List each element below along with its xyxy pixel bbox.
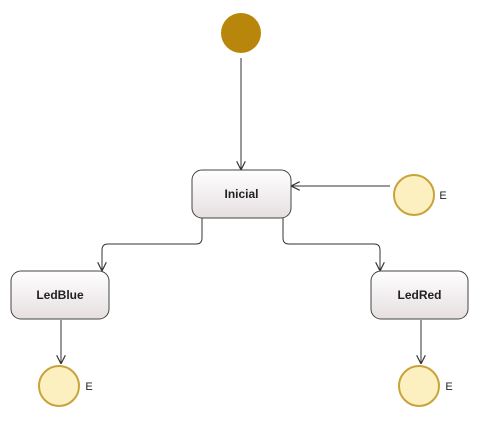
entry-point-circle[interactable]	[38, 365, 80, 407]
state-ledblue[interactable]: LedBlue	[10, 270, 110, 320]
state-ledblue-label: LedBlue	[36, 288, 84, 302]
state-inicial-label: Inicial	[224, 187, 258, 201]
entry-point-below-ledred[interactable]: E	[398, 365, 453, 407]
state-ledred[interactable]: LedRed	[370, 270, 469, 320]
entry-point-below-ledblue[interactable]: E	[38, 365, 93, 407]
state-ledblue-box[interactable]	[10, 270, 110, 320]
entry-point-label: E	[439, 190, 446, 202]
entry-point-circle[interactable]	[398, 365, 440, 407]
entry-point-label: E	[85, 381, 92, 393]
state-inicial-box[interactable]	[191, 169, 292, 219]
entry-point-right-of-inicial[interactable]: E	[393, 174, 447, 216]
initial-node[interactable]	[221, 13, 261, 53]
transition-inicial-to-ledred[interactable]	[282, 218, 380, 270]
entry-point-circle[interactable]	[393, 174, 435, 216]
state-ledred-box[interactable]	[370, 270, 469, 320]
entry-point-label: E	[445, 381, 452, 393]
state-inicial[interactable]: Inicial	[191, 169, 292, 219]
transition-inicial-to-ledblue[interactable]	[102, 218, 203, 270]
state-ledred-label: LedRed	[397, 288, 441, 302]
